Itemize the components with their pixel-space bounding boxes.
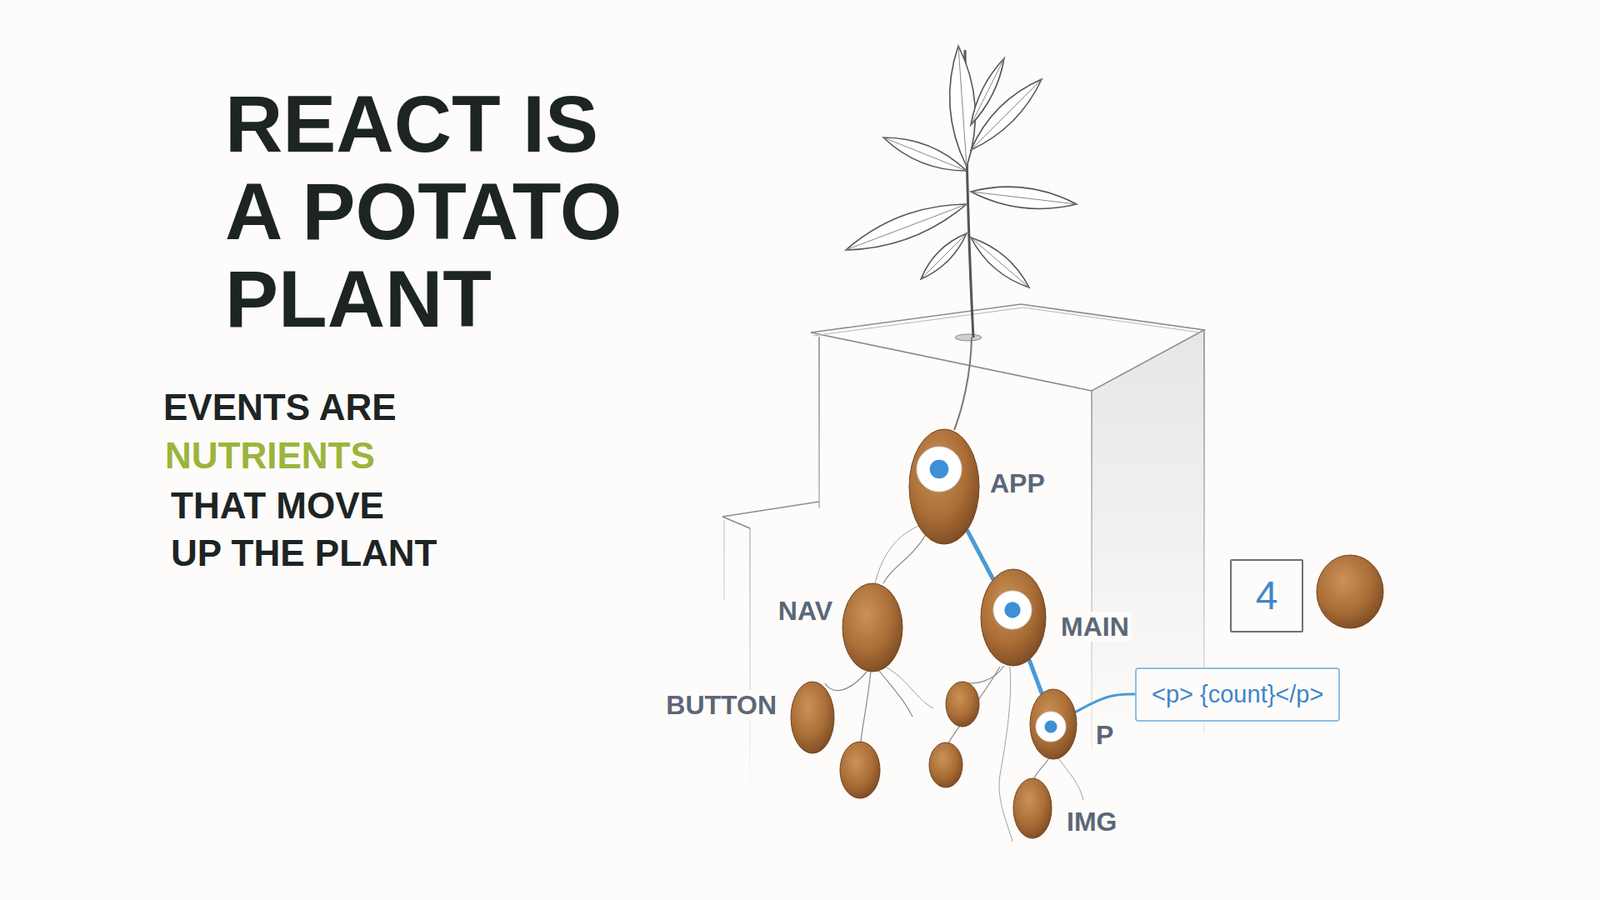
potato-body [790,681,835,754]
node-label: IMG [1064,806,1120,838]
caption-text: NUTRIENTS [165,434,375,478]
potato [929,742,963,788]
code-callout: <p> {count}</p> [1135,667,1340,722]
state-dot [1004,601,1020,618]
state-link [1029,660,1042,694]
potato-node: APP [908,428,980,545]
potato-body [909,429,980,545]
potato-body [1013,778,1052,839]
soil-edge [724,520,725,600]
soil-edge [818,336,820,509]
potato [945,681,980,727]
root [1058,758,1084,800]
node-label: BUTTON [663,690,780,721]
potato [840,741,880,799]
node-label: MAIN [1058,611,1132,643]
root [999,666,1013,842]
title: REACT IS A POTATO PLANT [225,80,661,343]
root [883,533,927,584]
potato-node: MAIN [980,568,1047,667]
root [875,525,921,584]
state-eye [1035,711,1066,742]
node-label: NAV [775,595,835,627]
node-label: P [1093,720,1116,751]
root [879,670,913,717]
state-dot [930,460,950,480]
potato-shape [1012,777,1053,840]
soil-hole [955,334,982,341]
potato-shape [841,582,904,673]
state-dot [1044,720,1057,733]
root [860,671,871,742]
root [1034,759,1049,779]
root [885,666,934,709]
node-label: APP [987,468,1048,500]
potato-body [842,583,903,672]
code-text: <p> {count}</p> [1151,680,1324,710]
potato-node: NAV [841,582,904,673]
soil-step [722,501,820,517]
soil-sketch [813,307,1200,336]
state-eye [916,446,962,492]
leaf-vein [845,45,1077,288]
state-link [967,530,993,579]
potato-node: BUTTON [790,680,835,755]
soil-top [810,304,1205,391]
root [954,337,972,430]
potato-shape [790,680,835,755]
potato [1316,555,1384,629]
state-eye [993,590,1032,630]
soil-step [722,516,750,529]
soil-edge [749,528,751,792]
potato-shape [908,428,980,545]
potato-node: P [1029,688,1078,760]
potato-node: IMG [1012,777,1053,840]
potato-body [1030,689,1077,760]
potato-body [980,569,1046,666]
callout-leader [1075,694,1135,712]
soil-edge [1090,390,1093,750]
potato-shape [980,568,1047,667]
potato-shape [1029,688,1078,760]
caption-text: THAT MOVE UP THE PLANT [170,481,443,577]
value-box: 4 [1230,559,1304,633]
value-text: 4 [1255,571,1279,620]
caption-text: EVENTS ARE [163,385,397,430]
root [825,671,867,690]
